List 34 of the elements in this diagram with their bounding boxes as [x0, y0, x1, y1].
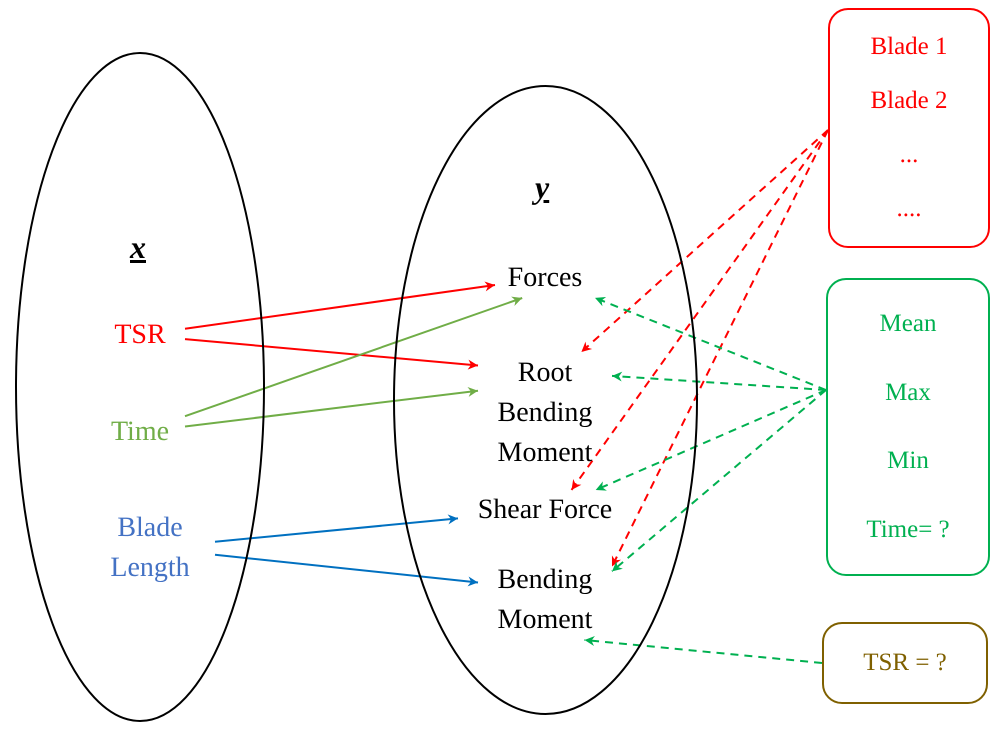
arrow — [214, 554, 478, 586]
set-heading: x — [130, 229, 146, 265]
variable-label: Root Bending Moment — [478, 352, 612, 474]
dashed-arrow — [580, 129, 829, 353]
option-text: .... — [896, 195, 922, 223]
variable-label: Forces — [495, 258, 595, 298]
variable-label: TSR — [95, 315, 185, 355]
option-text: Blade 2 — [870, 87, 948, 115]
dashed-arrow — [611, 389, 827, 572]
arrow — [184, 296, 523, 418]
dashed-arrow — [584, 636, 822, 664]
option-text: Mean — [880, 310, 936, 338]
option-text: ... — [900, 141, 918, 169]
arrow — [184, 338, 478, 370]
dashed-arrow — [612, 372, 826, 391]
variable-label: Shear Force — [458, 490, 632, 530]
option-text: TSR = ? — [863, 649, 947, 677]
option-text: Max — [885, 378, 931, 407]
arrow — [184, 386, 478, 428]
arrow — [184, 281, 496, 330]
dashed-arrow — [611, 130, 829, 567]
option-box — [822, 622, 988, 704]
option-text: Min — [887, 447, 929, 476]
option-box — [826, 278, 990, 576]
variable-label: Blade Length — [85, 508, 215, 588]
option-text: Blade 1 — [870, 33, 948, 61]
option-text: Time= ? — [866, 516, 950, 544]
option-box — [828, 8, 990, 248]
arrow — [214, 514, 458, 543]
variable-label: Time — [95, 412, 185, 452]
dashed-arrow — [570, 129, 829, 491]
dashed-arrow — [594, 296, 826, 391]
dashed-arrow — [595, 389, 826, 491]
variable-label: Bending Moment — [478, 560, 612, 640]
